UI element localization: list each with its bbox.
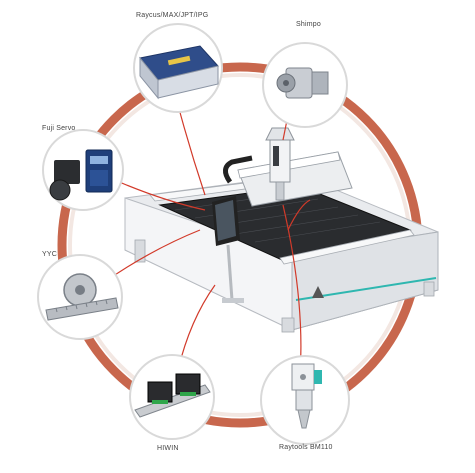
label-head: Raytools BM110 xyxy=(279,444,333,451)
leader-extra xyxy=(287,199,311,231)
label-rack: YYC xyxy=(42,251,57,258)
label-rail: HIWIN xyxy=(157,445,179,452)
callout-rail xyxy=(129,354,215,440)
label-servo: Fuji Servo xyxy=(42,125,76,132)
cutting-head-icon xyxy=(291,363,322,429)
fiber-laser-cutting-machine xyxy=(124,127,439,333)
callout-rack xyxy=(37,254,123,340)
callout-motor xyxy=(262,42,348,128)
callout-laser xyxy=(133,23,223,113)
laser-source-icon xyxy=(139,45,219,100)
servo-motor-icon xyxy=(49,149,113,201)
callout-servo xyxy=(42,129,124,211)
control-monitor xyxy=(212,196,244,303)
gearbox-icon xyxy=(276,67,329,99)
label-motor: Shimpo xyxy=(296,21,321,28)
rack-gear-icon xyxy=(45,273,119,321)
leader-laser xyxy=(177,104,206,196)
label-laser: Raycus/MAX/JPT/IPG xyxy=(136,12,209,19)
callout-head xyxy=(260,355,350,445)
linear-guide-icon xyxy=(134,373,211,418)
